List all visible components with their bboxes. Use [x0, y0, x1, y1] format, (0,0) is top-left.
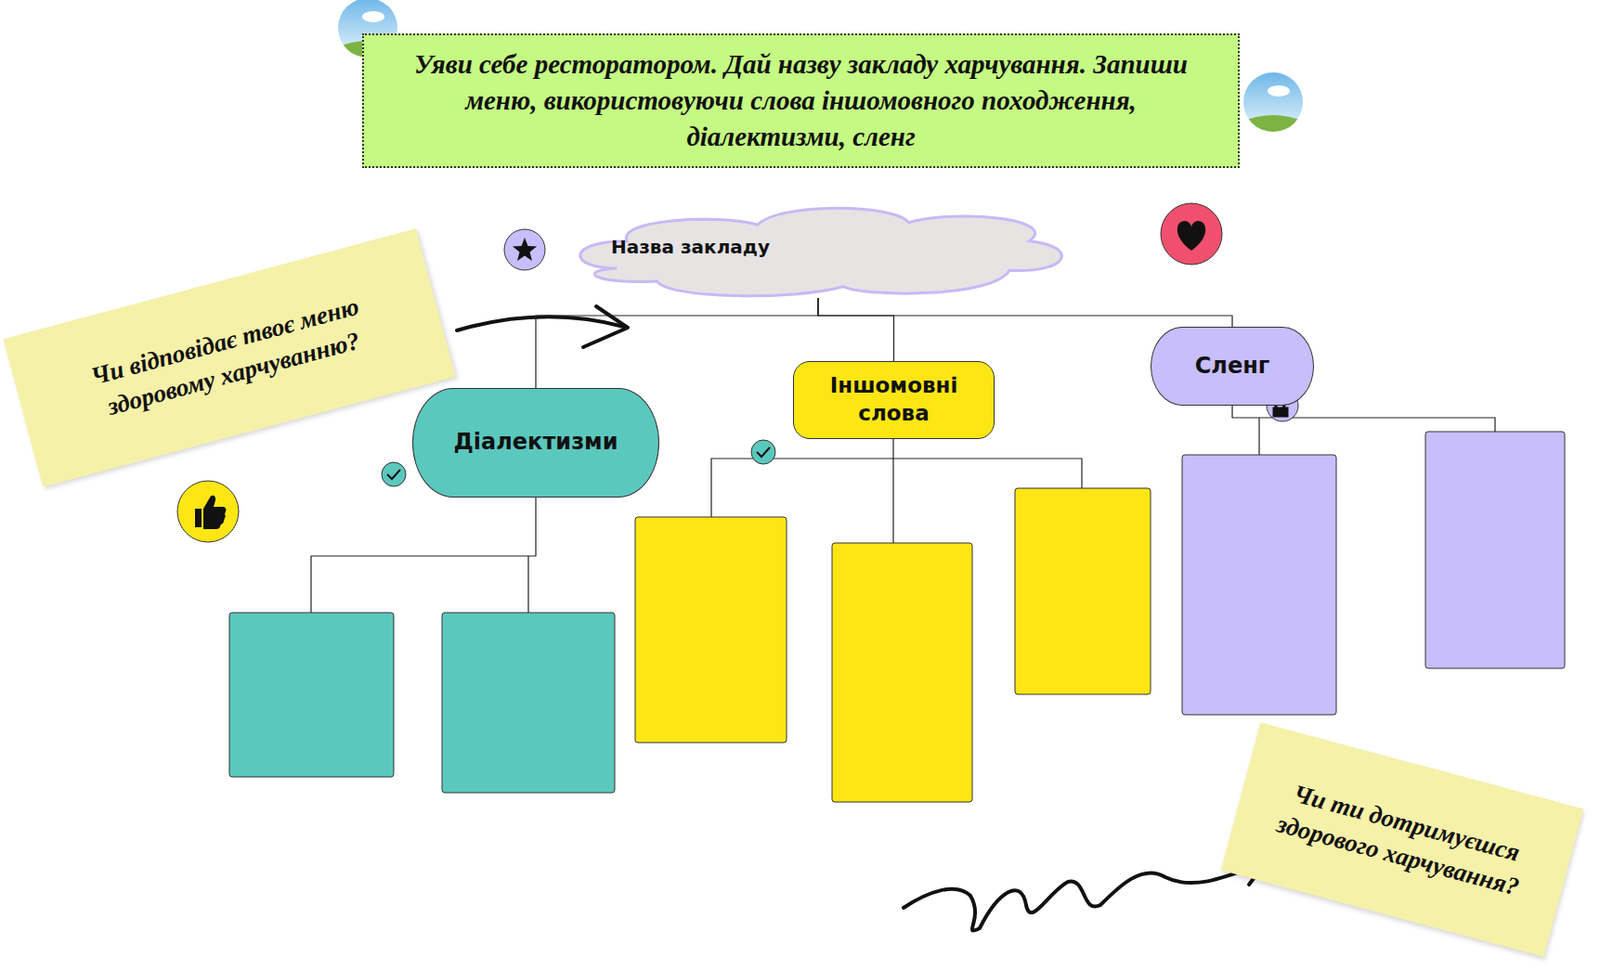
empty-box: [1425, 431, 1565, 669]
node-label: Іншомовні слова: [806, 372, 981, 429]
note-text: Чи відповідає твоє меню здоровому харчув…: [36, 276, 423, 439]
node-label: Діалектизми: [453, 428, 618, 457]
sticky-note: Чи відповідає твоє меню здоровому харчув…: [2, 228, 456, 487]
empty-box: [635, 517, 787, 743]
sticky-note: Чи ти дотримуєшся здорового харчування?: [1221, 722, 1584, 958]
check-icon: [751, 440, 776, 465]
category-box: Сленг: [1150, 326, 1314, 406]
empty-box: [832, 543, 973, 803]
empty-box: [1014, 488, 1151, 695]
hand-arrow: [456, 306, 628, 348]
heart-icon: [1160, 203, 1223, 265]
empty-box: [229, 612, 394, 778]
check-icon: [381, 462, 406, 487]
star-icon: [504, 229, 546, 271]
empty-box: [1182, 455, 1337, 716]
title-box: Уяви себе ресторатором. Дай назву заклад…: [362, 33, 1240, 169]
connector: [818, 298, 1233, 327]
connector: [535, 298, 819, 389]
note-text: Чи ти дотримуєшся здорового харчування?: [1253, 770, 1551, 910]
category-box: Іншомовні слова: [793, 361, 995, 440]
cloud-node: Назва закладу: [566, 192, 1070, 301]
thumbs-up-icon: [177, 481, 239, 543]
node-label: Назва закладу: [611, 234, 770, 260]
title-text: Уяви себе ресторатором. Дай назву заклад…: [386, 46, 1216, 156]
squiggle-arrow: [903, 855, 1266, 932]
sky-badge: [1232, 72, 1314, 157]
connector: [818, 298, 895, 362]
node-label: Сленг: [1195, 351, 1271, 381]
category-box: Діалектизми: [412, 388, 660, 498]
empty-box: [442, 612, 615, 794]
